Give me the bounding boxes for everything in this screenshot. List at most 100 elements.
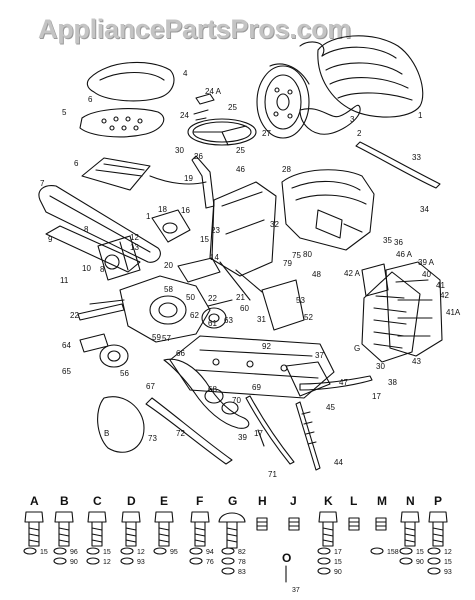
callout-c3: 3 [350,115,355,124]
callout-c69: 69 [252,383,261,392]
hardware-bolt [154,511,174,547]
callout-c6b: 6 [74,159,79,168]
hardware-letter-o: O [282,551,291,565]
hardware-nut [120,557,134,565]
callout-c19: 19 [184,174,193,183]
callout-c35: 35 [383,236,392,245]
callout-c1: 1 [418,111,423,120]
callout-c50: 50 [186,293,195,302]
hood [281,169,375,251]
hardware-nut [53,557,67,565]
callout-c41a: 41A [446,308,461,317]
callout-c40: 40 [422,270,431,279]
callout-c92: 92 [262,342,271,351]
transaxle-housing [89,275,233,343]
hardware-nut [221,557,235,565]
hardware-nut [427,547,441,555]
callout-c72: 72 [176,429,185,438]
callout-c28: 28 [282,165,291,174]
callout-c56: 56 [120,369,129,378]
hardware-letter-e: E [160,494,168,508]
watermark: AppliancePartsPros.com [38,14,352,44]
callout-c71: 71 [268,470,277,479]
hardware-letter-n: N [406,494,415,508]
seat-spring [81,157,151,191]
callout-c10: 10 [82,264,91,273]
callout-c45: 45 [326,403,335,412]
hardware-part-number: 82 [238,549,246,556]
callout-c12: 12 [130,233,139,242]
callout-c44: 44 [334,458,343,467]
callout-c32: 32 [270,220,279,229]
belt-guard [45,225,141,273]
idler-pulleys [204,388,239,415]
callout-c38: 38 [388,378,397,387]
callout-c68: 68 [208,385,217,394]
steering-wheel [187,118,257,146]
hardware-part-number: 78 [238,559,246,566]
hardware-part-number: 94 [206,549,214,556]
seat [86,61,175,102]
clevis-pin [257,429,265,447]
callout-c39a: 39 A [418,258,435,267]
hardware-bolt [54,511,74,547]
callout-c13: 13 [130,243,139,252]
hardware-nut [189,557,203,565]
hardware-part-number: 90 [334,569,342,576]
hardware-part-number: 76 [206,559,214,566]
hardware-part-number: 158 [387,549,399,556]
callout-c60: 60 [240,304,249,313]
hardware-bolt [318,511,338,547]
callout-c8: 8 [84,225,89,234]
callout-c58: 58 [164,285,173,294]
lift-rod [245,395,295,465]
callout-c42a: 42 A [344,269,361,278]
hardware-part-number: 15 [334,559,342,566]
callout-c22b: 22 [208,294,217,303]
callout-c15: 15 [200,235,209,244]
hardware-part-number: 15 [416,549,424,556]
hardware-part-number: 15 [444,559,452,566]
pulley-bracket [97,235,141,281]
callout-c24: 24 [180,111,189,120]
callout-c26: 26 [194,152,203,161]
callout-c66: 66 [176,349,185,358]
hardware-part-number: 17 [334,549,342,556]
callout-c4: 4 [183,69,188,78]
deck-shield [97,396,145,453]
hardware-part-number: 15 [40,549,48,556]
hardware-bolt [121,511,141,547]
callout-c27: 27 [262,129,271,138]
grille [361,271,421,363]
hardware-bolt [375,517,387,531]
pedal [79,333,109,353]
gear [201,307,227,329]
callout-c30: 30 [175,146,184,155]
callout-c39: 39 [238,433,247,442]
callout-c73: 73 [148,434,157,443]
callout-c37: 37 [315,351,324,360]
hardware-bolt [256,517,268,531]
callout-c18: 18 [158,205,167,214]
callout-c59: 59 [152,333,161,342]
callout-c25b: 25 [236,146,245,155]
front-axle-support [285,361,331,397]
hardware-part-number: 90 [70,559,78,566]
decal-plate [361,263,389,297]
callout-c46: 46 [236,165,245,174]
callout-c43: 43 [412,357,421,366]
steering-shaft [191,155,215,209]
callout-c6: 6 [88,95,93,104]
hardware-nut [399,557,413,565]
callout-c46a: 46 A [396,250,413,259]
hardware-bolt [218,512,246,549]
hardware-nut [120,547,134,555]
callout-c5: 5 [62,108,67,117]
callout-c79: 79 [283,259,292,268]
callout-c17b: 17 [254,429,263,438]
hardware-letter-g: G [228,494,237,508]
hardware-part-number: 12 [103,559,111,566]
hardware-nut [23,547,37,555]
